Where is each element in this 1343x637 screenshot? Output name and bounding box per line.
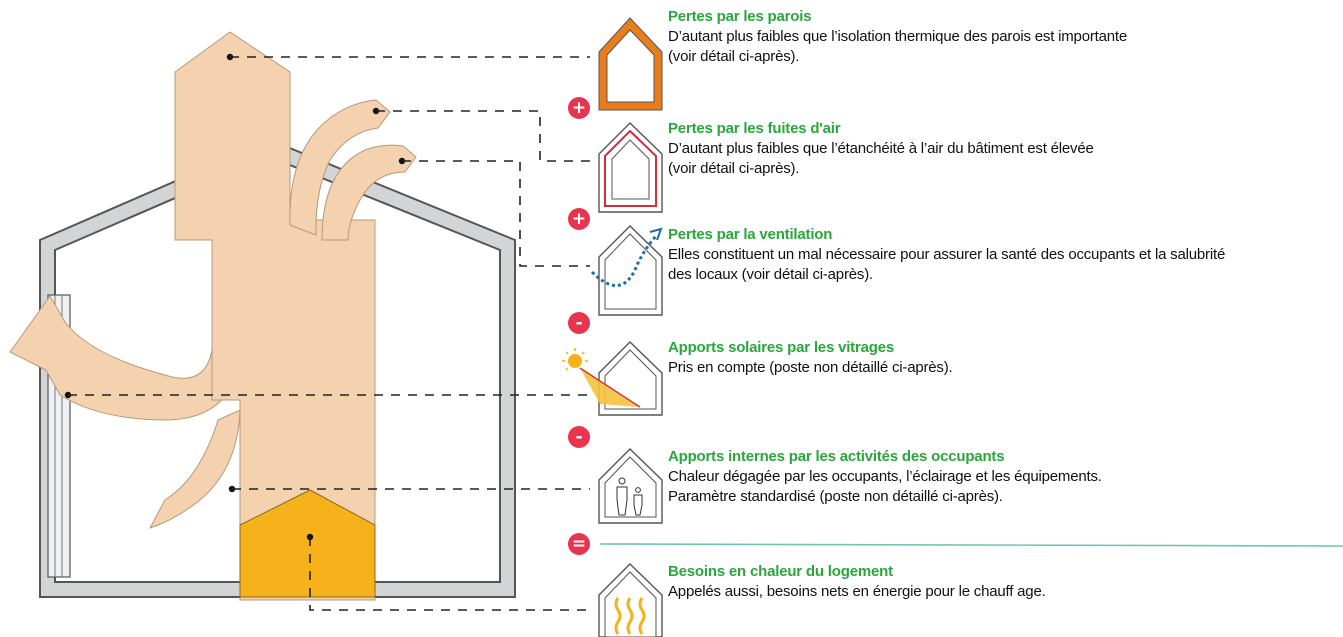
house-ventilation-icon bbox=[590, 225, 663, 316]
item-title: Pertes par les fuites d'air bbox=[668, 120, 841, 137]
air-leak-flow bbox=[289, 99, 391, 236]
minus-operator-2: - bbox=[568, 426, 590, 448]
item-line-2: Paramètre standardisé (poste non détaill… bbox=[668, 488, 1003, 505]
minus-operator-1: - bbox=[568, 312, 590, 334]
plus-operator-2: + bbox=[568, 208, 590, 230]
item-line-2: (voir détail ci-après). bbox=[668, 48, 800, 65]
heat-flows bbox=[9, 31, 417, 601]
item-line-1: Chaleur dégagée par les occupants, l’écl… bbox=[668, 468, 1102, 485]
ventilation-flow bbox=[321, 144, 417, 241]
house-occupants-icon bbox=[598, 448, 663, 524]
item-line-2: des locaux (voir détail ci-après). bbox=[668, 266, 873, 283]
equals-operator: = bbox=[568, 533, 590, 555]
house-heating-icon bbox=[598, 563, 663, 637]
item-line-1: Elles constituent un mal nécessaire pour… bbox=[668, 246, 1226, 263]
item-line-2: (voir détail ci-après). bbox=[668, 160, 800, 177]
item-line-1: Pris en compte (poste non détaillé ci-ap… bbox=[668, 359, 953, 376]
item-line-1: D’autant plus faibles que l’étanchéité à… bbox=[668, 140, 1094, 157]
plus-operator-1: + bbox=[568, 97, 590, 119]
house-solar-icon bbox=[562, 341, 663, 416]
item-title: Apports internes par les activités des o… bbox=[668, 448, 1005, 465]
item-title: Pertes par la ventilation bbox=[668, 226, 833, 243]
leader-lines bbox=[68, 56, 590, 611]
item-title: Besoins en chaleur du logement bbox=[668, 563, 893, 580]
equals-line bbox=[599, 543, 1343, 547]
heating-block bbox=[239, 489, 376, 598]
internal-gain-flow bbox=[148, 409, 241, 529]
item-line-1: D’autant plus faibles que l’isolation th… bbox=[668, 28, 1127, 45]
item-line-1: Appelés aussi, besoins nets en énergie p… bbox=[668, 583, 1046, 600]
house-walls-icon bbox=[598, 17, 663, 111]
item-title: Apports solaires par les vitrages bbox=[668, 339, 894, 356]
house-air-leak-icon bbox=[598, 122, 663, 213]
item-title: Pertes par les parois bbox=[668, 8, 812, 25]
main-heat-flow bbox=[174, 31, 376, 601]
